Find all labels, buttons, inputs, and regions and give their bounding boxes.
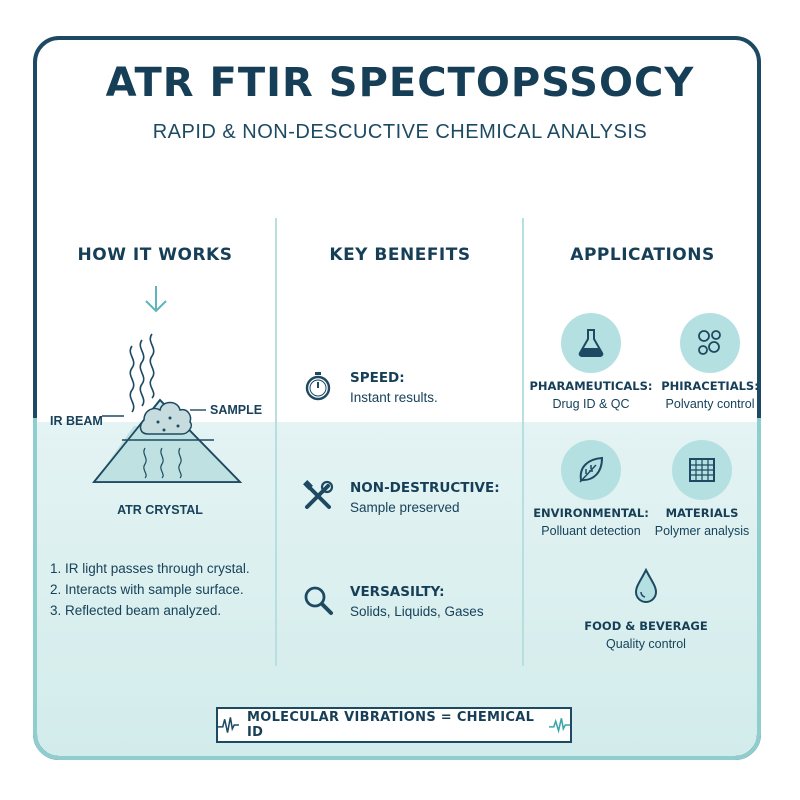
application-description: Polvanty control [665,397,755,411]
process-steps-list: 1. IR light passes through crystal. 2. I… [50,558,280,621]
application-icon-circle [680,313,740,373]
key-benefits-heading: KEY BENEFITS [329,245,471,265]
benefit-description: Solids, Liquids, Gases [350,604,484,619]
droplet-icon [634,567,658,603]
atr-crystal-label: ATR CRYSTAL [117,503,203,517]
bubbles-icon [698,330,721,355]
application-materials: MATERIALS Polymer analysis [632,440,772,538]
heat-waves-icon [129,333,155,413]
how-it-works-heading: HOW IT WORKS [77,245,233,265]
application-icon-circle [616,565,676,607]
waveform-icon [218,717,239,733]
process-step: 1. IR light passes through crystal. [50,561,250,576]
benefit-versatility: VERSASILTY: Solids, Liquids, Gases [302,584,512,634]
benefit-title: SPEED: [350,370,405,386]
application-title: PHIRACETIALS: [661,379,759,393]
column-divider [275,218,277,666]
leaf-icon [579,456,604,483]
column-divider [522,218,524,666]
flask-icon [578,329,604,357]
application-food-beverage: FOOD & BEVERAGE Quality control [576,565,716,651]
application-description: Quality control [606,637,686,651]
arrow-down-icon [145,286,167,313]
application-phiracetials: PHIRACETIALS: Polvanty control [640,313,780,411]
application-title: MATERIALS [665,506,739,520]
page-subtitle: RAPID & NON-DESCUCTIVE CHEMICAL ANALYSIS [152,121,648,143]
application-environmental: ENVIRONMENTAL: Polluant detection [521,440,661,538]
application-title: PHARAMEUTICALS: [529,379,653,393]
grid-fabric-icon [689,458,715,482]
applications-heading: APPLICATIONS [570,245,715,265]
application-description: Polluant detection [541,524,641,538]
page-title: ATR FTIR SPECTOPSSOCY [105,60,695,106]
application-icon-circle [672,440,732,500]
footer-text: MOLECULAR VIBRATIONS = CHEMICAL ID [246,710,535,740]
atr-crystal-diagram: IR BEAM SAMPLE ATR CRYSTAL [50,286,262,517]
magnifier-icon [304,586,333,615]
benefit-title: VERSASILTY: [350,584,445,600]
atr-crystal-shape [92,398,243,483]
process-step: 3. Reflected beam analyzed. [50,603,222,618]
application-icon-circle [561,440,621,500]
application-description: Drug ID & QC [552,397,630,411]
sample-blob [139,401,193,435]
tools-icon [303,480,334,509]
application-pharmaceuticals: PHARAMEUTICALS: Drug ID & QC [521,313,661,411]
ir-beam-label: IR BEAM [50,414,103,428]
waveform-icon [549,718,570,734]
application-title: ENVIRONMENTAL: [533,506,649,520]
sample-label: SAMPLE [210,403,262,417]
infographic-frame [33,36,761,760]
application-title: FOOD & BEVERAGE [584,619,708,633]
footer-banner: MOLECULAR VIBRATIONS = CHEMICAL ID [216,707,572,743]
application-description: Polymer analysis [654,524,750,538]
application-icon-circle [561,313,621,373]
process-step: 2. Interacts with sample surface. [50,582,244,597]
stopwatch-icon [305,372,331,401]
benefit-description: Sample preserved [350,500,460,515]
benefit-speed: SPEED: Instant results. [302,370,512,420]
benefit-non-destructive: NON-DESTRUCTIVE: Sample preserved [302,480,512,530]
benefit-description: Instant results. [350,390,438,405]
benefit-title: NON-DESTRUCTIVE: [350,480,500,496]
